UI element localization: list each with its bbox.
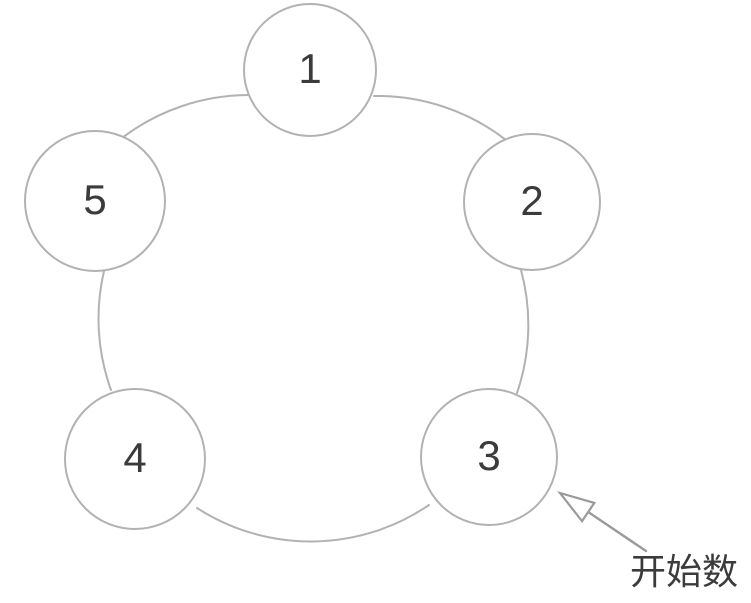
arrow-shaft-line [582, 507, 648, 553]
node-3-label: 3 [477, 432, 500, 479]
node-5[interactable]: 5 [24, 130, 166, 272]
node-4-label: 4 [123, 434, 146, 481]
node-2-circle[interactable] [463, 133, 601, 271]
node-5-circle[interactable] [24, 130, 166, 272]
node-3-circle[interactable] [420, 388, 558, 526]
node-2[interactable]: 2 [463, 133, 601, 271]
ring-edges [97, 94, 530, 543]
node-5-label: 5 [83, 176, 106, 223]
node-1-circle[interactable] [243, 3, 377, 137]
start-annotation-label: 开始数 [630, 552, 739, 593]
node-1-label: 1 [298, 45, 321, 92]
start-annotation-arrow [557, 491, 648, 553]
edge-node5-to-node1 [121, 94, 249, 139]
node-4-circle[interactable] [64, 388, 206, 530]
edge-node2-to-node3 [516, 269, 530, 394]
arrow-head-icon [557, 491, 597, 523]
node-1[interactable]: 1 [243, 3, 377, 137]
node-2-label: 2 [520, 177, 543, 224]
node-4[interactable]: 4 [64, 388, 206, 530]
node-3[interactable]: 3 [420, 388, 558, 526]
edge-node1-to-node2 [373, 94, 507, 141]
edge-node3-to-node4 [196, 504, 430, 543]
edge-node4-to-node5 [97, 270, 112, 391]
